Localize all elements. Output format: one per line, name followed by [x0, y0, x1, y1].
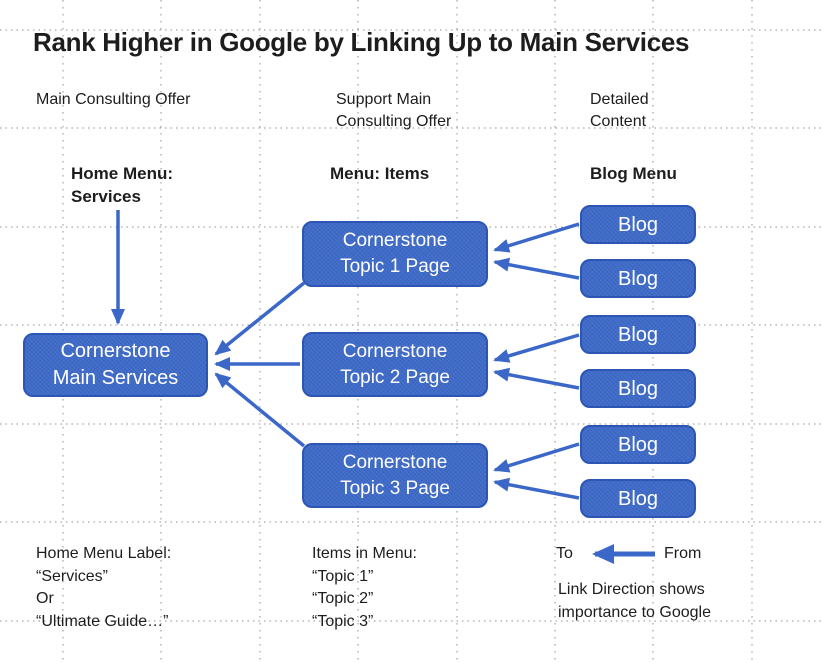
arrow-topic1-to-main — [214, 281, 306, 356]
note-line: Items in Menu: — [312, 545, 417, 562]
legend-from-label: From — [664, 545, 702, 562]
node-label-line: Blog — [617, 213, 659, 236]
node-label-line: Topic 3 Page — [340, 477, 450, 499]
note-line: “Topic 3” — [312, 612, 374, 630]
node-blog-5: Blog — [580, 425, 696, 464]
arrow-blog6-to-topic3 — [493, 477, 580, 500]
legend-explanation-line1: Link Direction shows — [558, 581, 705, 598]
note-line: Or — [36, 590, 54, 607]
label-blog-menu: Blog Menu — [590, 164, 677, 183]
note-line: “Topic 1” — [312, 567, 374, 585]
node-label-line: Topic 2 Page — [340, 366, 450, 388]
note-line: “Ultimate Guide…” — [36, 612, 169, 630]
node-label-line: Blog — [617, 323, 659, 346]
node-blog-3: Blog — [580, 315, 696, 354]
node-blog-4: Blog — [580, 369, 696, 408]
arrow-blog2-to-topic1 — [493, 257, 580, 280]
note-line: “Services” — [36, 567, 109, 585]
node-cornerstone-topic-1: Cornerstone Topic 1 Page — [302, 221, 488, 287]
column-header-main-offer: Main Consulting Offer — [36, 91, 191, 108]
arrow-blog4-to-topic2 — [493, 367, 580, 390]
legend-to-label: To — [556, 545, 573, 562]
note-home-menu-label: Home Menu Label: “Services” Or “Ultimate… — [36, 543, 171, 633]
label-home-menu-line2: Services — [71, 187, 141, 206]
column-header-detailed: Detailed Content — [590, 89, 649, 133]
column-header-detailed-line1: Detailed — [590, 91, 649, 108]
column-header-detailed-line2: Content — [590, 113, 647, 130]
node-label-line: Main Services — [52, 367, 179, 389]
note-line: “Topic 2” — [312, 590, 374, 607]
node-label-line: Cornerstone — [342, 451, 448, 473]
node-label-line: Blog — [617, 267, 659, 290]
diagram-title: Rank Higher in Google by Linking Up to M… — [33, 27, 690, 57]
node-label-line: Blog — [617, 433, 659, 456]
node-cornerstone-main-services: Cornerstone Main Services — [23, 333, 208, 397]
column-header-support: Support Main Consulting Offer — [336, 89, 451, 133]
arrow-blog5-to-topic3 — [493, 442, 580, 473]
label-home-menu: Home Menu: Services — [71, 162, 173, 208]
node-label-line: Cornerstone — [342, 230, 448, 251]
node-label-line: Cornerstone — [342, 340, 448, 362]
node-cornerstone-topic-3: Cornerstone Topic 3 Page — [302, 443, 488, 508]
note-items-in-menu: Items in Menu: “Topic 1” “Topic 2” “Topi… — [312, 543, 417, 633]
note-line: Home Menu Label: — [36, 545, 172, 562]
arrow-topic3-to-main — [214, 372, 306, 448]
column-header-support-line1: Support Main — [336, 91, 432, 108]
node-blog-2: Blog — [580, 259, 696, 298]
node-blog-1: Blog — [580, 205, 696, 244]
node-blog-6: Blog — [580, 479, 696, 518]
node-label-line: Blog — [617, 487, 659, 510]
node-cornerstone-topic-2: Cornerstone Topic 2 Page — [302, 332, 488, 397]
column-header-support-line2: Consulting Offer — [336, 113, 452, 130]
node-label-line: Blog — [617, 377, 659, 400]
label-menu-items: Menu: Items — [330, 164, 430, 183]
node-label-line: Topic 1 Page — [340, 256, 450, 277]
arrow-blog1-to-topic1 — [493, 222, 580, 253]
label-home-menu-line1: Home Menu: — [71, 164, 173, 183]
node-label-line: Cornerstone — [60, 340, 171, 362]
legend-explanation-line2: importance to Google — [558, 603, 711, 621]
arrow-blog3-to-topic2 — [493, 333, 580, 363]
legend-explanation: Link Direction shows importance to Googl… — [558, 579, 711, 624]
